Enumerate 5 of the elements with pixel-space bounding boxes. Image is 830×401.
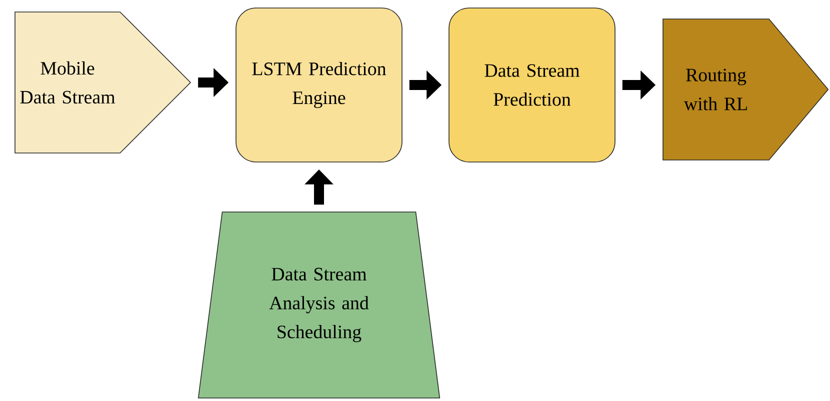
trapezoid: Data Stream Analysis and Scheduling xyxy=(198,212,440,398)
arrow-pentagon: Routing with RL xyxy=(662,18,829,160)
rounded-box: LSTM Prediction Engine xyxy=(236,8,402,162)
rounded-box: Data Stream Prediction xyxy=(448,8,616,162)
arrow-pentagon: Mobile Data Stream xyxy=(14,12,192,154)
